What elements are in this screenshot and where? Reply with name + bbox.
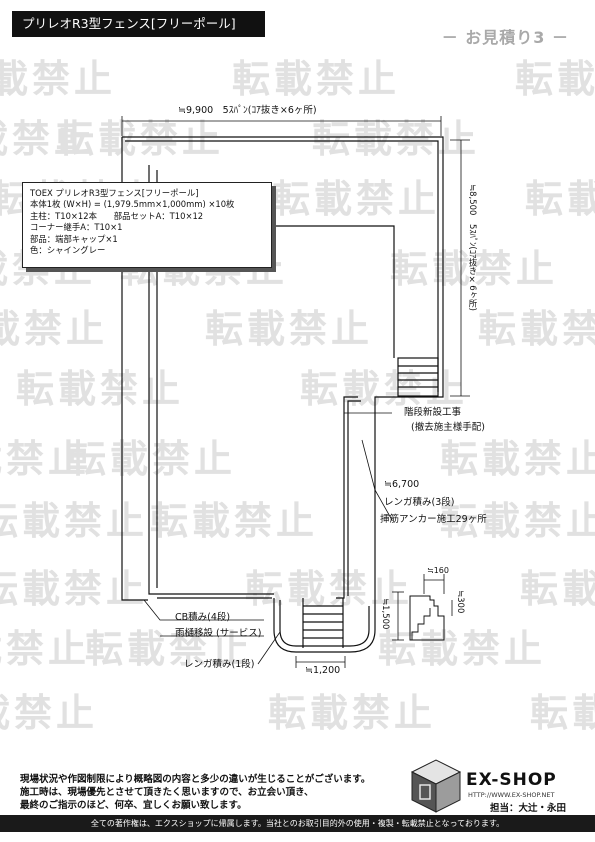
stair-new-sub: (撤去施主様手配) <box>411 422 485 433</box>
stair-new-label: 階段新設工事 <box>404 407 462 418</box>
notes: 現場状況や作図制限により概略図の内容と多少の違いが生じることがございます。 施工… <box>20 773 370 812</box>
spec-line: コーナー継手A：T10×1 <box>30 222 123 233</box>
dim-160: ≒160 <box>427 566 449 575</box>
spec-line: 部品：端部キャップ×1 <box>30 233 118 244</box>
dim-300: ≒300 <box>455 590 465 614</box>
brick-1-label: レンガ積み(1段) <box>184 659 255 670</box>
dim-1200: ≒1,200 <box>305 665 341 676</box>
spec-line: 本体1枚 (W×H) = (1,979.5mm×1,000mm) ×10枚 <box>30 199 235 210</box>
company-name: EX-SHOP <box>466 770 557 790</box>
note-line: 現場状況や作図制限により概略図の内容と多少の違いが生じることがございます。 <box>20 774 371 785</box>
page-title: プリレオR3型フェンス[フリーポール] <box>12 11 265 37</box>
company-url[interactable]: HTTP://WWW.EX-SHOP.NET <box>468 791 555 799</box>
ex-shop-logo-icon <box>410 759 462 813</box>
spec-line: TOEX プリレオR3型フェンス[フリーポール] <box>30 188 199 198</box>
brick-3-label: レンガ積み(3段) <box>384 497 455 508</box>
top-dimension: ≒9,900 5ｽﾊﾟﾝ(ｺｱ抜き×6ヶ所) <box>178 105 317 116</box>
note-line: 施工時は、現場優先とさせて頂きたく思いますので、お立会い頂き、 <box>20 787 314 798</box>
spec-line: 主柱：T10×12本 部品セットA：T10×12 <box>30 210 204 221</box>
cb-label: CB積み(4段) <box>175 612 231 623</box>
gutter-label: 雨樋移設 (サービス) <box>175 628 262 639</box>
mid-dimension: ≒6,700 <box>384 479 420 490</box>
note-line: 最終のご指示のほど、何卒、宜しくお願い致します。 <box>20 800 247 811</box>
staff-label: 担当：大辻・永田 <box>490 803 567 814</box>
copyright-footer: 全ての著作権は、エクスショップに帰属します。当社とのお取引目的外の使用・複製・転… <box>0 815 595 832</box>
quote-label: － お見積り3 － <box>441 28 569 47</box>
dim-1500: ≒1,500 <box>380 598 390 630</box>
anchor-label: 挿筋アンカー施工29ヶ所 <box>380 514 487 525</box>
right-dimension: ≒8,500 5ｽﾊﾟﾝ(ｺｱ抜き×6ヶ所) <box>467 184 477 311</box>
spec-line: 色：シャイングレー <box>30 245 106 256</box>
spec-box: TOEX プリレオR3型フェンス[フリーポール] 本体1枚 (W×H) = (1… <box>22 182 272 268</box>
